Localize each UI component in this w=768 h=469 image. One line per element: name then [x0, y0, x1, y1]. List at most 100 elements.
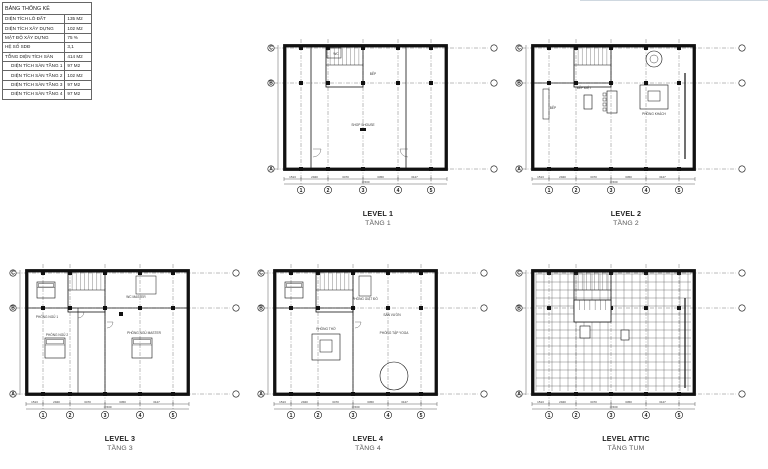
grid-col-label: 1 — [290, 413, 293, 419]
dimension-label: 1513 — [31, 400, 38, 404]
grid-row-label: B — [517, 306, 521, 312]
room-label: BẾP ĐIỆT — [577, 85, 592, 90]
dimension-label: 2940 — [559, 175, 566, 179]
grid-col-label: 3 — [352, 413, 355, 419]
grid-col-label: 5 — [678, 413, 681, 419]
plan-title: LEVEL 3 — [104, 434, 136, 443]
grid-col-label: 4 — [645, 188, 648, 194]
room-label: BẾP — [370, 71, 376, 76]
door-swing — [399, 148, 409, 158]
door-swing — [106, 321, 114, 329]
grid-col-label: 4 — [397, 188, 400, 194]
dimension-label: 2940 — [53, 400, 60, 404]
grid-row-label: A — [517, 167, 521, 173]
stats-value: 102 M2 — [64, 23, 93, 34]
room-label: PHÒNG NGỦ MASTER — [127, 330, 162, 335]
dimension-label: 3450 — [625, 400, 632, 404]
grid-col-label: 2 — [317, 413, 320, 419]
dimension-label: 3470 — [332, 400, 339, 404]
dimension-label: 3470 — [84, 400, 91, 404]
grid-row-label: A — [11, 392, 15, 398]
grid-col-label: 4 — [645, 413, 648, 419]
dimension-label: 3127 — [401, 400, 408, 404]
grid-col-label: 3 — [104, 413, 107, 419]
dimension-label: 3450 — [119, 400, 126, 404]
grid-col-label: 5 — [420, 413, 423, 419]
stats-value: 102 M2 — [64, 70, 93, 81]
grid-col-label: 4 — [387, 413, 390, 419]
grid-col-label: 1 — [548, 413, 551, 419]
dimension-total: 11500 — [103, 405, 111, 409]
room-label: PHÒNG KHÁCH — [642, 111, 666, 116]
room-label: SHOP SHOUSE — [351, 123, 374, 127]
plan-title: LEVEL ATTIC — [602, 434, 650, 443]
plan-caption: LEVEL 3 TẦNG 3 — [20, 434, 220, 452]
dimension-label: 3450 — [625, 175, 632, 179]
plan-title: LEVEL 4 — [352, 434, 384, 443]
stats-title-row: BẢNG THỐNG KÊ — [1, 2, 93, 15]
dimension-label: 3127 — [659, 400, 666, 404]
grid-row-label: C — [517, 46, 521, 52]
dimension-label: 3470 — [342, 175, 349, 179]
page-corner-line — [580, 0, 768, 1]
dimension-total: 11500 — [351, 405, 359, 409]
dimension-label: 3470 — [590, 175, 597, 179]
stats-value: 135 M2 — [64, 13, 93, 25]
grid-row-label: B — [269, 81, 273, 87]
stats-label: DIỆN TÍCH LÔ ĐẤT — [1, 13, 66, 25]
grid-col-label: 5 — [172, 413, 175, 419]
plan-subtitle: TẦNG 2 — [613, 220, 639, 227]
dimension-label: 1513 — [289, 175, 296, 179]
grid-col-label: 1 — [300, 188, 303, 194]
door-swing — [77, 311, 85, 319]
dimension-label: 2940 — [311, 175, 318, 179]
dimension-label: 2940 — [559, 400, 566, 404]
grid-row-label: C — [269, 46, 273, 52]
stats-value: 97 M2 — [64, 89, 93, 100]
grid-row-label: C — [517, 271, 521, 277]
grid-col-label: 1 — [42, 413, 45, 419]
plan-caption: LEVEL 2 TẦNG 2 — [526, 209, 726, 227]
grid-col-label: 2 — [69, 413, 72, 419]
stats-value: 97 M2 — [64, 60, 93, 72]
grid-row-label: B — [259, 306, 263, 312]
dimension-total: 11500 — [609, 405, 617, 409]
plan-subtitle: TẦNG 3 — [107, 445, 133, 452]
dimension-label: 3127 — [153, 400, 160, 404]
door-swing — [354, 321, 362, 329]
grid-row-label: A — [269, 167, 273, 173]
plan-title: LEVEL 2 — [610, 209, 642, 218]
stats-label: DIỆN TÍCH SÀN TẦNG 1 — [1, 60, 66, 72]
door-swing — [312, 148, 322, 158]
stats-value: 75 % — [64, 32, 93, 44]
grid-col-label: 2 — [575, 188, 578, 194]
stats-value: 97 M2 — [64, 79, 93, 91]
room-label: SÂN VƯỜN — [383, 312, 401, 317]
grid-col-label: 5 — [430, 188, 433, 194]
grid-row-label: C — [11, 271, 15, 277]
stats-label: DIỆN TÍCH SÀN TẦNG 2 — [1, 70, 66, 81]
stats-value: 3,1 — [64, 42, 93, 53]
stats-label: DIỆN TÍCH SÀN TẦNG 3 — [1, 79, 66, 91]
dimension-label: 1513 — [537, 175, 544, 179]
grid-row-label: B — [517, 81, 521, 87]
room-label: PHÒNG NGỦ 1 — [36, 314, 59, 319]
room-label: PHÒNG TẬP YOGA — [380, 330, 410, 335]
dimension-label: 1513 — [537, 400, 544, 404]
